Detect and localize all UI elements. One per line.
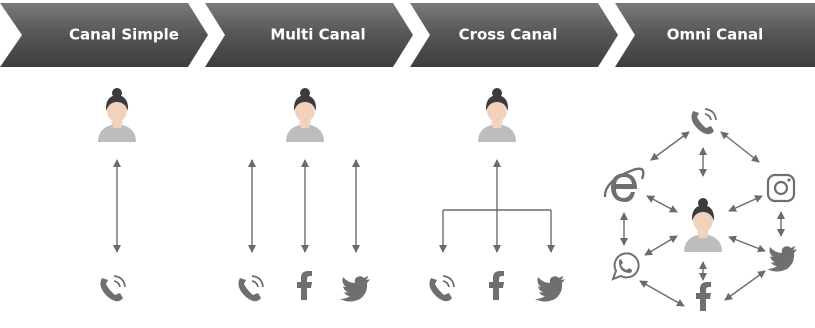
instagram-icon (766, 173, 796, 203)
banner-stage-omni-canal: Omni Canal (615, 3, 815, 67)
twitter-icon (767, 246, 797, 272)
connector-arrow (646, 195, 678, 213)
person-icon (684, 198, 722, 252)
person-icon (478, 88, 516, 142)
connector-arrow (639, 280, 685, 307)
facebook-icon (489, 271, 504, 300)
phone-icon (428, 275, 455, 303)
banner-stage-label: Cross Canal (459, 26, 558, 44)
connector-arrow (728, 235, 766, 253)
person-icon (286, 88, 324, 142)
twitter-icon (340, 276, 370, 302)
panel-multi (237, 88, 370, 303)
facebook-icon (297, 271, 312, 300)
internet-explorer-icon (603, 167, 645, 204)
panel-omni (603, 108, 797, 311)
banner-stage-label: Multi Canal (270, 26, 365, 44)
panel-cross (428, 88, 565, 303)
connector-arrow (724, 270, 766, 301)
connector-arrow (644, 235, 678, 256)
whatsapp-icon (612, 252, 640, 280)
twitter-icon (535, 276, 565, 302)
connector-arrow (650, 131, 690, 161)
phone-icon (99, 275, 126, 303)
phone-icon (690, 108, 717, 136)
banner-stage-label: Canal Simple (69, 26, 179, 44)
banner-stage-multi-canal: Multi Canal (205, 3, 413, 67)
person-icon (98, 88, 136, 142)
facebook-icon (696, 282, 711, 311)
banner: Canal Simple Multi Canal Cross Canal Omn… (0, 3, 815, 67)
connector-arrow (728, 195, 763, 212)
banner-stage-label: Omni Canal (667, 26, 764, 44)
phone-icon (237, 275, 264, 303)
panel-simple (98, 88, 136, 303)
banner-stage-cross-canal: Cross Canal (410, 3, 618, 67)
banner-stage-canal-simple: Canal Simple (0, 3, 208, 67)
connector-arrow (720, 131, 760, 163)
